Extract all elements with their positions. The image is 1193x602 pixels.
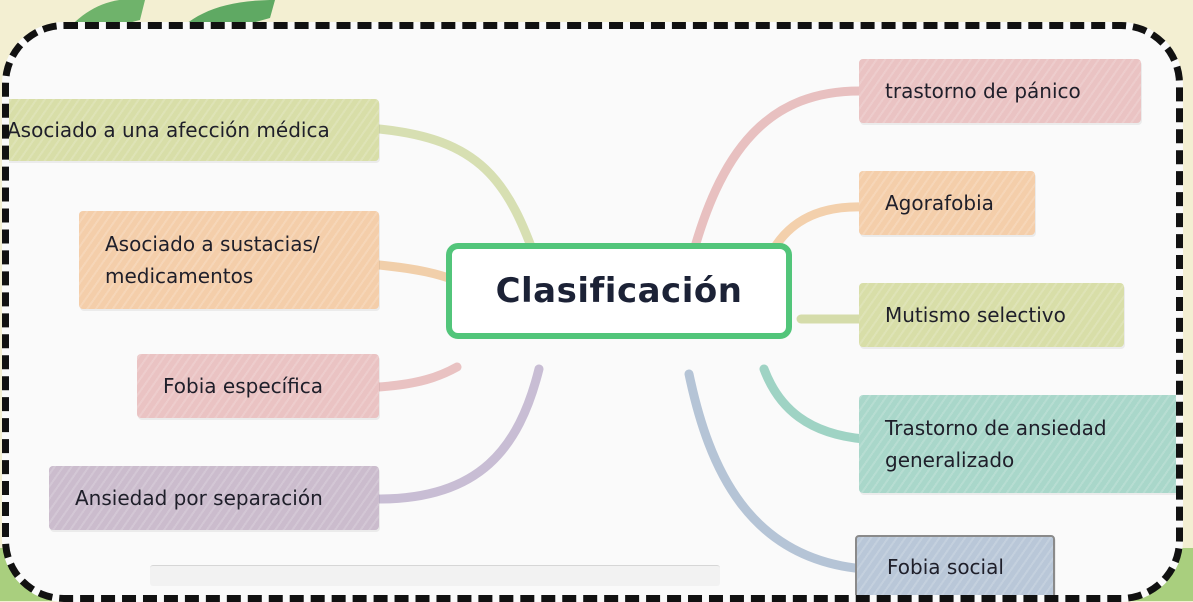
connector-fobia-social bbox=[684, 369, 869, 574]
connector-ansiedad-generalizado bbox=[759, 364, 869, 444]
connector-lines bbox=[374, 86, 869, 574]
connector-afeccion-medica bbox=[374, 124, 544, 274]
node-label: Fobia específica bbox=[163, 374, 324, 398]
connector-panico bbox=[684, 86, 869, 274]
node-trastorno-panico[interactable]: trastorno de pánico bbox=[859, 59, 1141, 123]
node-ansiedad-generalizado[interactable]: Trastorno de ansiedad generalizado bbox=[859, 395, 1176, 493]
node-label: Mutismo selectivo bbox=[885, 303, 1066, 327]
node-mutismo-selectivo[interactable]: Mutismo selectivo bbox=[859, 283, 1124, 347]
connector-separacion bbox=[374, 364, 544, 504]
node-fobia-social[interactable]: Fobia social bbox=[855, 535, 1055, 595]
node-label: trastorno de pánico bbox=[885, 79, 1081, 103]
mind-map-board: Asociado a una afección médica Asociado … bbox=[2, 22, 1183, 602]
node-fobia-especifica[interactable]: Fobia específica bbox=[137, 354, 379, 418]
node-sustancias-medicamentos[interactable]: Asociado a sustacias/ medicamentos bbox=[79, 211, 379, 309]
bottom-panel-edge bbox=[150, 565, 720, 586]
connector-fobia-especifica bbox=[374, 362, 462, 392]
central-topic[interactable]: Clasificación bbox=[446, 243, 792, 339]
node-label: Asociado a una afección médica bbox=[7, 118, 330, 142]
node-label: Fobia social bbox=[887, 555, 1004, 579]
node-label: Ansiedad por separación bbox=[75, 486, 323, 510]
central-topic-label: Clasificación bbox=[495, 271, 743, 311]
node-ansiedad-separacion[interactable]: Ansiedad por separación bbox=[49, 466, 379, 530]
node-label: Asociado a sustacias/ medicamentos bbox=[105, 232, 320, 288]
node-label: Agorafobia bbox=[885, 191, 994, 215]
node-agorafobia[interactable]: Agorafobia bbox=[859, 171, 1035, 235]
node-label: Trastorno de ansiedad generalizado bbox=[885, 416, 1107, 472]
node-afeccion-medica[interactable]: Asociado a una afección médica bbox=[7, 99, 379, 161]
